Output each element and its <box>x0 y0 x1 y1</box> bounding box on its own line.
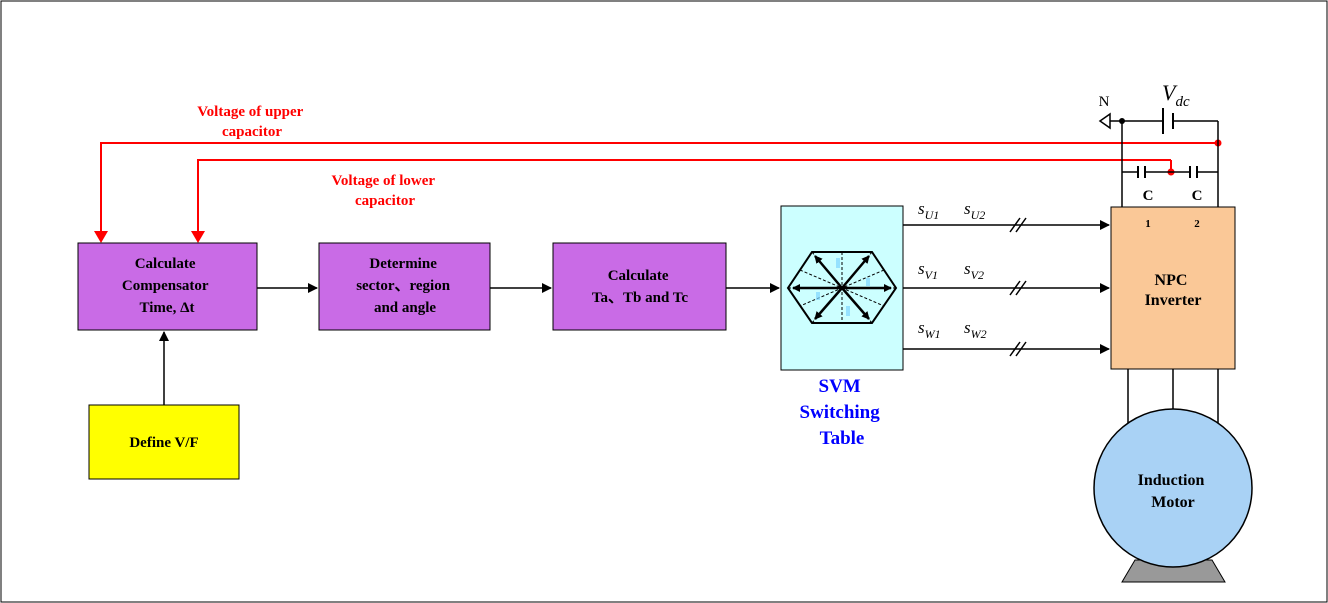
determine-block <box>318 242 491 331</box>
svm-hexagon-icon <box>786 251 898 324</box>
svm-label: SVM Switching Table <box>800 376 885 449</box>
vdc-label: Vdc <box>1162 80 1190 110</box>
motor-base <box>1121 559 1226 583</box>
cap1-label: C <box>1143 188 1154 204</box>
feedback-upper-line <box>100 142 1218 236</box>
calc-t-block <box>552 242 727 331</box>
neutral-symbol <box>1098 112 1111 130</box>
induction-motor-label: Induction Motor <box>1138 472 1209 511</box>
feedback-lower-label: Voltage of lower capacitor <box>331 173 438 209</box>
induction-motor-body <box>1093 408 1253 568</box>
signal-label-u2: sU2 <box>964 199 985 222</box>
neutral-node <box>1119 118 1125 124</box>
signal-label-v1: sV1 <box>918 259 938 282</box>
determine-label: Determine sector、region and angle <box>356 256 454 316</box>
signal-label-w1: sW1 <box>918 318 941 341</box>
signal-labels: sU1 sU2 sV1 sV2 sW1 sW2 <box>918 199 987 341</box>
inverter-port-1: 1 <box>1145 218 1151 230</box>
signal-label-w2: sW2 <box>964 318 987 341</box>
npc-inverter-block <box>1110 206 1236 370</box>
define-vf-block <box>88 404 240 480</box>
calc-compensator-block <box>77 242 258 331</box>
feedback-upper-arrowhead <box>94 231 108 243</box>
neutral-label: N <box>1099 94 1110 110</box>
calc-compensator-label: Calculate Compensator Time, Δt <box>122 256 212 316</box>
npc-inverter-label: NPC Inverter <box>1145 272 1202 309</box>
signal-label-v2: sV2 <box>964 259 984 282</box>
feedback-lower-line <box>197 159 1171 236</box>
signal-label-u1: sU1 <box>918 199 939 222</box>
feedback-lower-arrowhead <box>191 231 205 243</box>
motor-leads <box>1127 369 1219 430</box>
feedback-upper-label: Voltage of upper capacitor <box>197 104 307 140</box>
define-vf-label: Define V/F <box>129 435 198 451</box>
signal-lines <box>903 217 1110 357</box>
calc-t-label: Calculate Ta、Tb and Tc <box>592 268 689 306</box>
cap2-label: C <box>1192 188 1203 204</box>
inverter-port-2: 2 <box>1194 218 1200 230</box>
dc-source <box>1110 108 1219 207</box>
